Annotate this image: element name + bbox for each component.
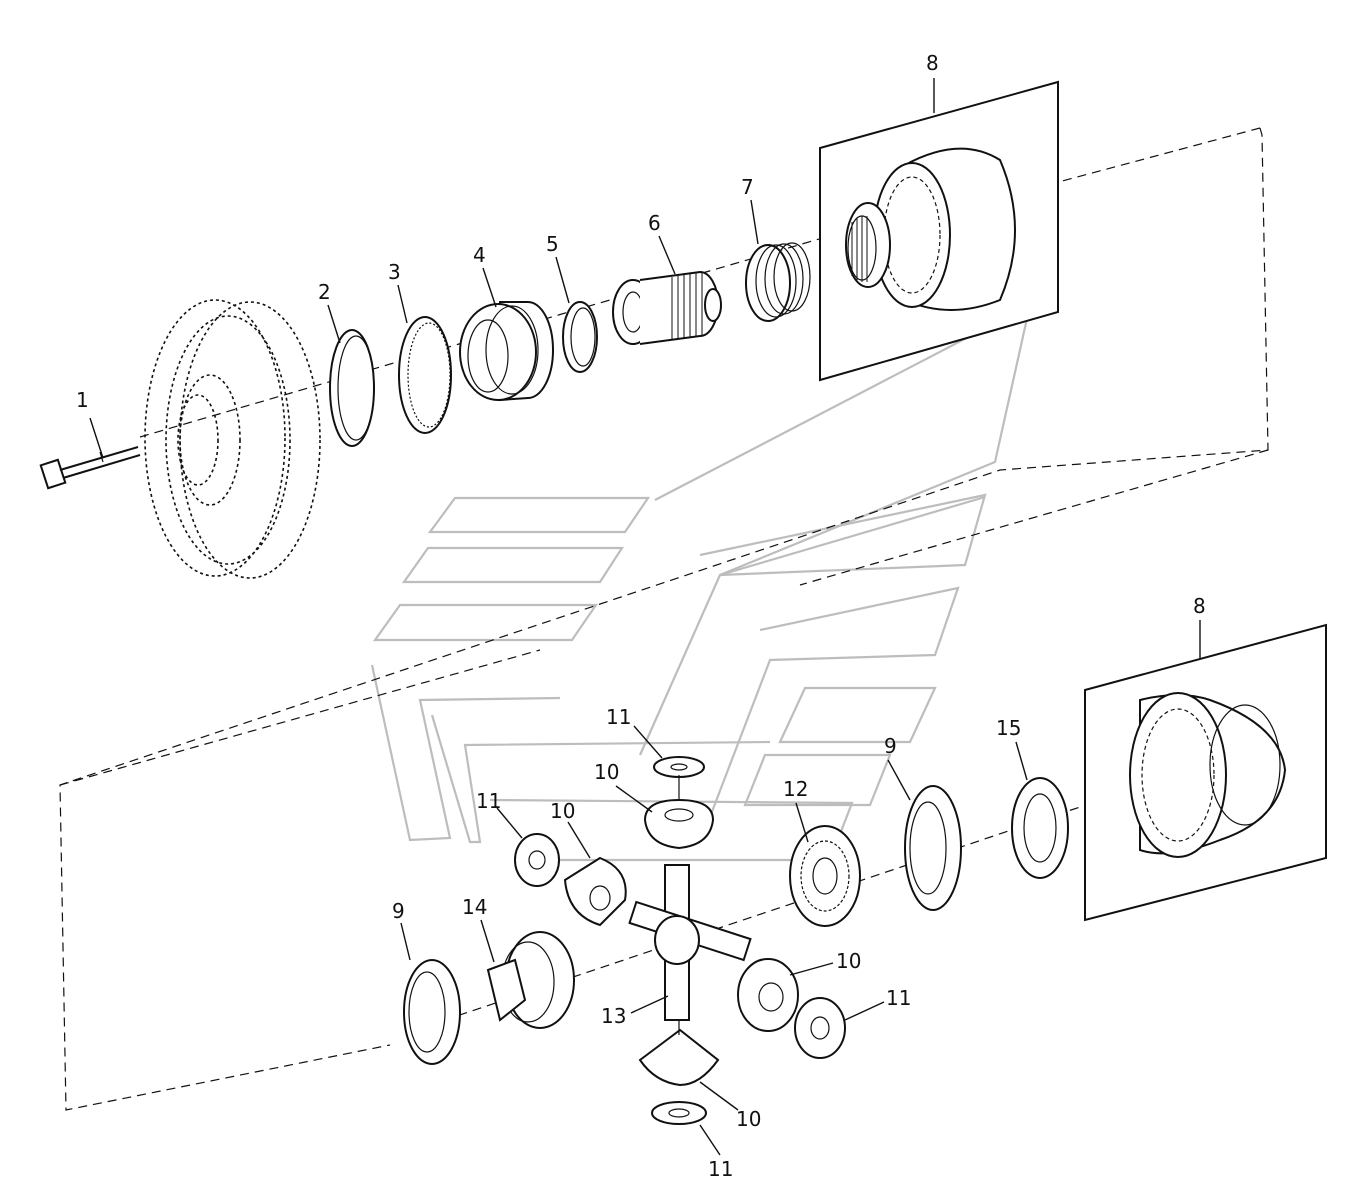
callout-10-left: 10 — [550, 799, 575, 823]
callout-10-right: 10 — [836, 949, 861, 973]
part-9-thrust-washer-left — [403, 959, 461, 1065]
callout-labels: 1 2 3 4 5 6 7 8 8 9 15 12 11 10 11 10 9 … — [76, 51, 1206, 1181]
watermark-logo — [370, 302, 1032, 862]
ring-gear — [144, 299, 321, 579]
callout-10-top: 10 — [594, 760, 619, 784]
callout-8-bottom: 8 — [1193, 594, 1206, 618]
part-11-washer-bottom — [651, 1101, 707, 1125]
callout-4: 4 — [473, 243, 486, 267]
callout-1: 1 — [76, 388, 89, 412]
part-7-spring — [745, 242, 811, 322]
callout-leaders — [89, 78, 1201, 1156]
part-1-bolt — [39, 446, 141, 490]
part-15-bearing — [1011, 777, 1069, 879]
callout-11-top: 11 — [606, 705, 631, 729]
part-10-pinion-left — [563, 856, 627, 927]
part-5-seal-ring — [562, 301, 598, 373]
part-10-pinion-top — [643, 775, 715, 850]
callout-5: 5 — [546, 232, 559, 256]
part-4-piston — [459, 301, 554, 402]
callout-3: 3 — [388, 260, 401, 284]
part-6-hub — [612, 270, 722, 345]
callout-10-bottom: 10 — [736, 1107, 761, 1131]
part-2-snap-ring — [329, 329, 375, 447]
callout-8-top: 8 — [926, 51, 939, 75]
part-12-side-gear — [789, 825, 861, 927]
part-14-differential-case — [486, 931, 575, 1029]
part-10-pinion-bottom — [638, 1020, 720, 1087]
callout-11-bottom: 11 — [708, 1157, 733, 1181]
callout-13: 13 — [601, 1004, 626, 1028]
callout-11-left: 11 — [476, 789, 501, 813]
callout-2: 2 — [318, 280, 331, 304]
callout-14: 14 — [462, 895, 487, 919]
part-13-cross-shaft — [628, 864, 752, 1021]
part-9-thrust-washer-right — [904, 785, 962, 911]
part-8-housing-bottom — [1084, 623, 1327, 922]
callout-7: 7 — [741, 175, 754, 199]
callout-9-right: 9 — [884, 734, 897, 758]
part-3-clutch-plate — [398, 316, 452, 434]
callout-6: 6 — [648, 211, 661, 235]
part-10-pinion-right — [737, 958, 799, 1032]
callout-12: 12 — [783, 777, 808, 801]
part-8-housing-top — [819, 80, 1059, 382]
part-11-washer-right — [794, 997, 846, 1059]
callout-9-left: 9 — [392, 899, 405, 923]
part-11-washer-top — [653, 756, 705, 778]
part-11-washer-left — [514, 833, 560, 887]
callout-11-right: 11 — [886, 986, 911, 1010]
callout-15: 15 — [996, 716, 1021, 740]
